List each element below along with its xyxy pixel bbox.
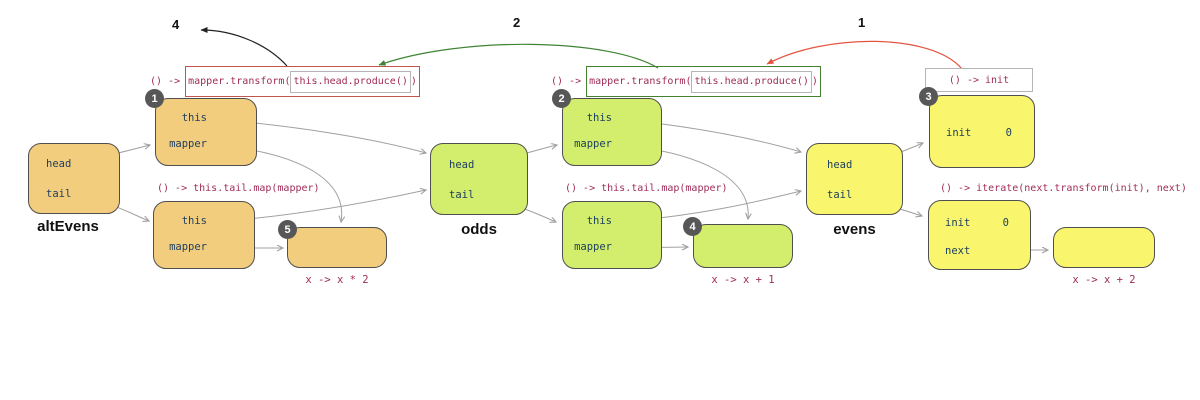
odds-map-tail-cell: this mapper — [562, 201, 662, 269]
code-arg: this.head.produce() — [293, 75, 408, 87]
odds-lambda-caption: x -> x + 1 — [711, 274, 775, 286]
code-arg: this.head.produce() — [694, 75, 809, 87]
field-mapper: mapper — [574, 138, 612, 150]
badge-3: 3 — [919, 87, 938, 106]
field-head: head — [827, 159, 853, 171]
altevens-map-tail-cell: this mapper — [153, 201, 255, 269]
badge-5: 5 — [278, 220, 297, 239]
altevens-map-head-cell: this mapper — [155, 98, 257, 166]
arrow-label-4: 4 — [172, 17, 180, 32]
field-this: this — [586, 215, 612, 227]
odds-outer-box: head tail — [430, 143, 528, 215]
altevens-outer-box: head tail — [28, 143, 120, 214]
green-eval-frame: mapper.transform(this.head.produce()) — [586, 66, 821, 97]
field-head: head — [46, 158, 72, 170]
eval-arrow-1 — [766, 40, 963, 70]
field-this: this — [181, 215, 207, 227]
odds-tail-code: () -> this.tail.map(mapper) — [565, 183, 728, 194]
evens-label: evens — [833, 221, 876, 238]
value-init: 0 — [1002, 217, 1009, 229]
odds-head-code: () -> mapper.transform(this.head.produce(… — [551, 66, 821, 97]
badge-2: 2 — [552, 89, 571, 108]
field-tail: tail — [449, 189, 475, 201]
value-init: 0 — [1005, 127, 1012, 139]
arrow-label-2: 2 — [513, 15, 521, 30]
field-mapper: mapper — [574, 241, 612, 253]
evens-head-code-frame: () -> init — [925, 68, 1033, 92]
field-this: this — [586, 112, 612, 124]
evens-head-cell: init 0 — [929, 95, 1035, 168]
field-this: this — [181, 112, 207, 124]
evens-tail-cell: init 0 next — [928, 200, 1031, 270]
eval-arrow-4 — [200, 27, 288, 67]
code-prefix: () -> — [150, 75, 181, 87]
odds-map-head-cell: this mapper — [562, 98, 662, 166]
code-call: mapper.transform( — [589, 75, 692, 87]
red-eval-frame: mapper.transform(this.head.produce()) — [185, 66, 420, 97]
evens-lambda-caption: x -> x + 2 — [1072, 274, 1136, 286]
altevens-lambda-box — [287, 227, 387, 268]
evens-lambda-box — [1053, 227, 1155, 268]
evens-head-code: () -> init — [948, 74, 1010, 86]
code-prefix: () -> — [551, 75, 582, 87]
altevens-tail-code: () -> this.tail.map(mapper) — [157, 183, 320, 194]
odds-label: odds — [461, 221, 497, 238]
evens-outer-box: head tail — [806, 143, 903, 215]
field-next: next — [945, 245, 971, 257]
arrow-label-1: 1 — [858, 15, 866, 30]
eval-arrow-2 — [378, 43, 659, 69]
odds-lambda-box — [693, 224, 793, 268]
altevens-lambda-caption: x -> x * 2 — [305, 274, 369, 286]
code-close: ) — [410, 75, 417, 87]
badge-1: 1 — [145, 89, 164, 108]
field-head: head — [449, 159, 475, 171]
badge-4: 4 — [683, 217, 702, 236]
field-mapper: mapper — [169, 241, 207, 253]
code-close: ) — [811, 75, 818, 87]
code-call: mapper.transform( — [188, 75, 291, 87]
field-init: init — [946, 127, 972, 139]
field-mapper: mapper — [169, 138, 207, 150]
inner-arg-frame: this.head.produce() — [691, 70, 812, 93]
inner-arg-frame: this.head.produce() — [290, 70, 411, 93]
evens-tail-code: () -> iterate(next.transform(init), next… — [940, 183, 1187, 194]
field-init: init — [945, 217, 971, 229]
field-tail: tail — [46, 188, 72, 200]
field-tail: tail — [827, 189, 853, 201]
altevens-label: altEvens — [37, 218, 99, 235]
altevens-head-code: () -> mapper.transform(this.head.produce(… — [150, 66, 420, 97]
